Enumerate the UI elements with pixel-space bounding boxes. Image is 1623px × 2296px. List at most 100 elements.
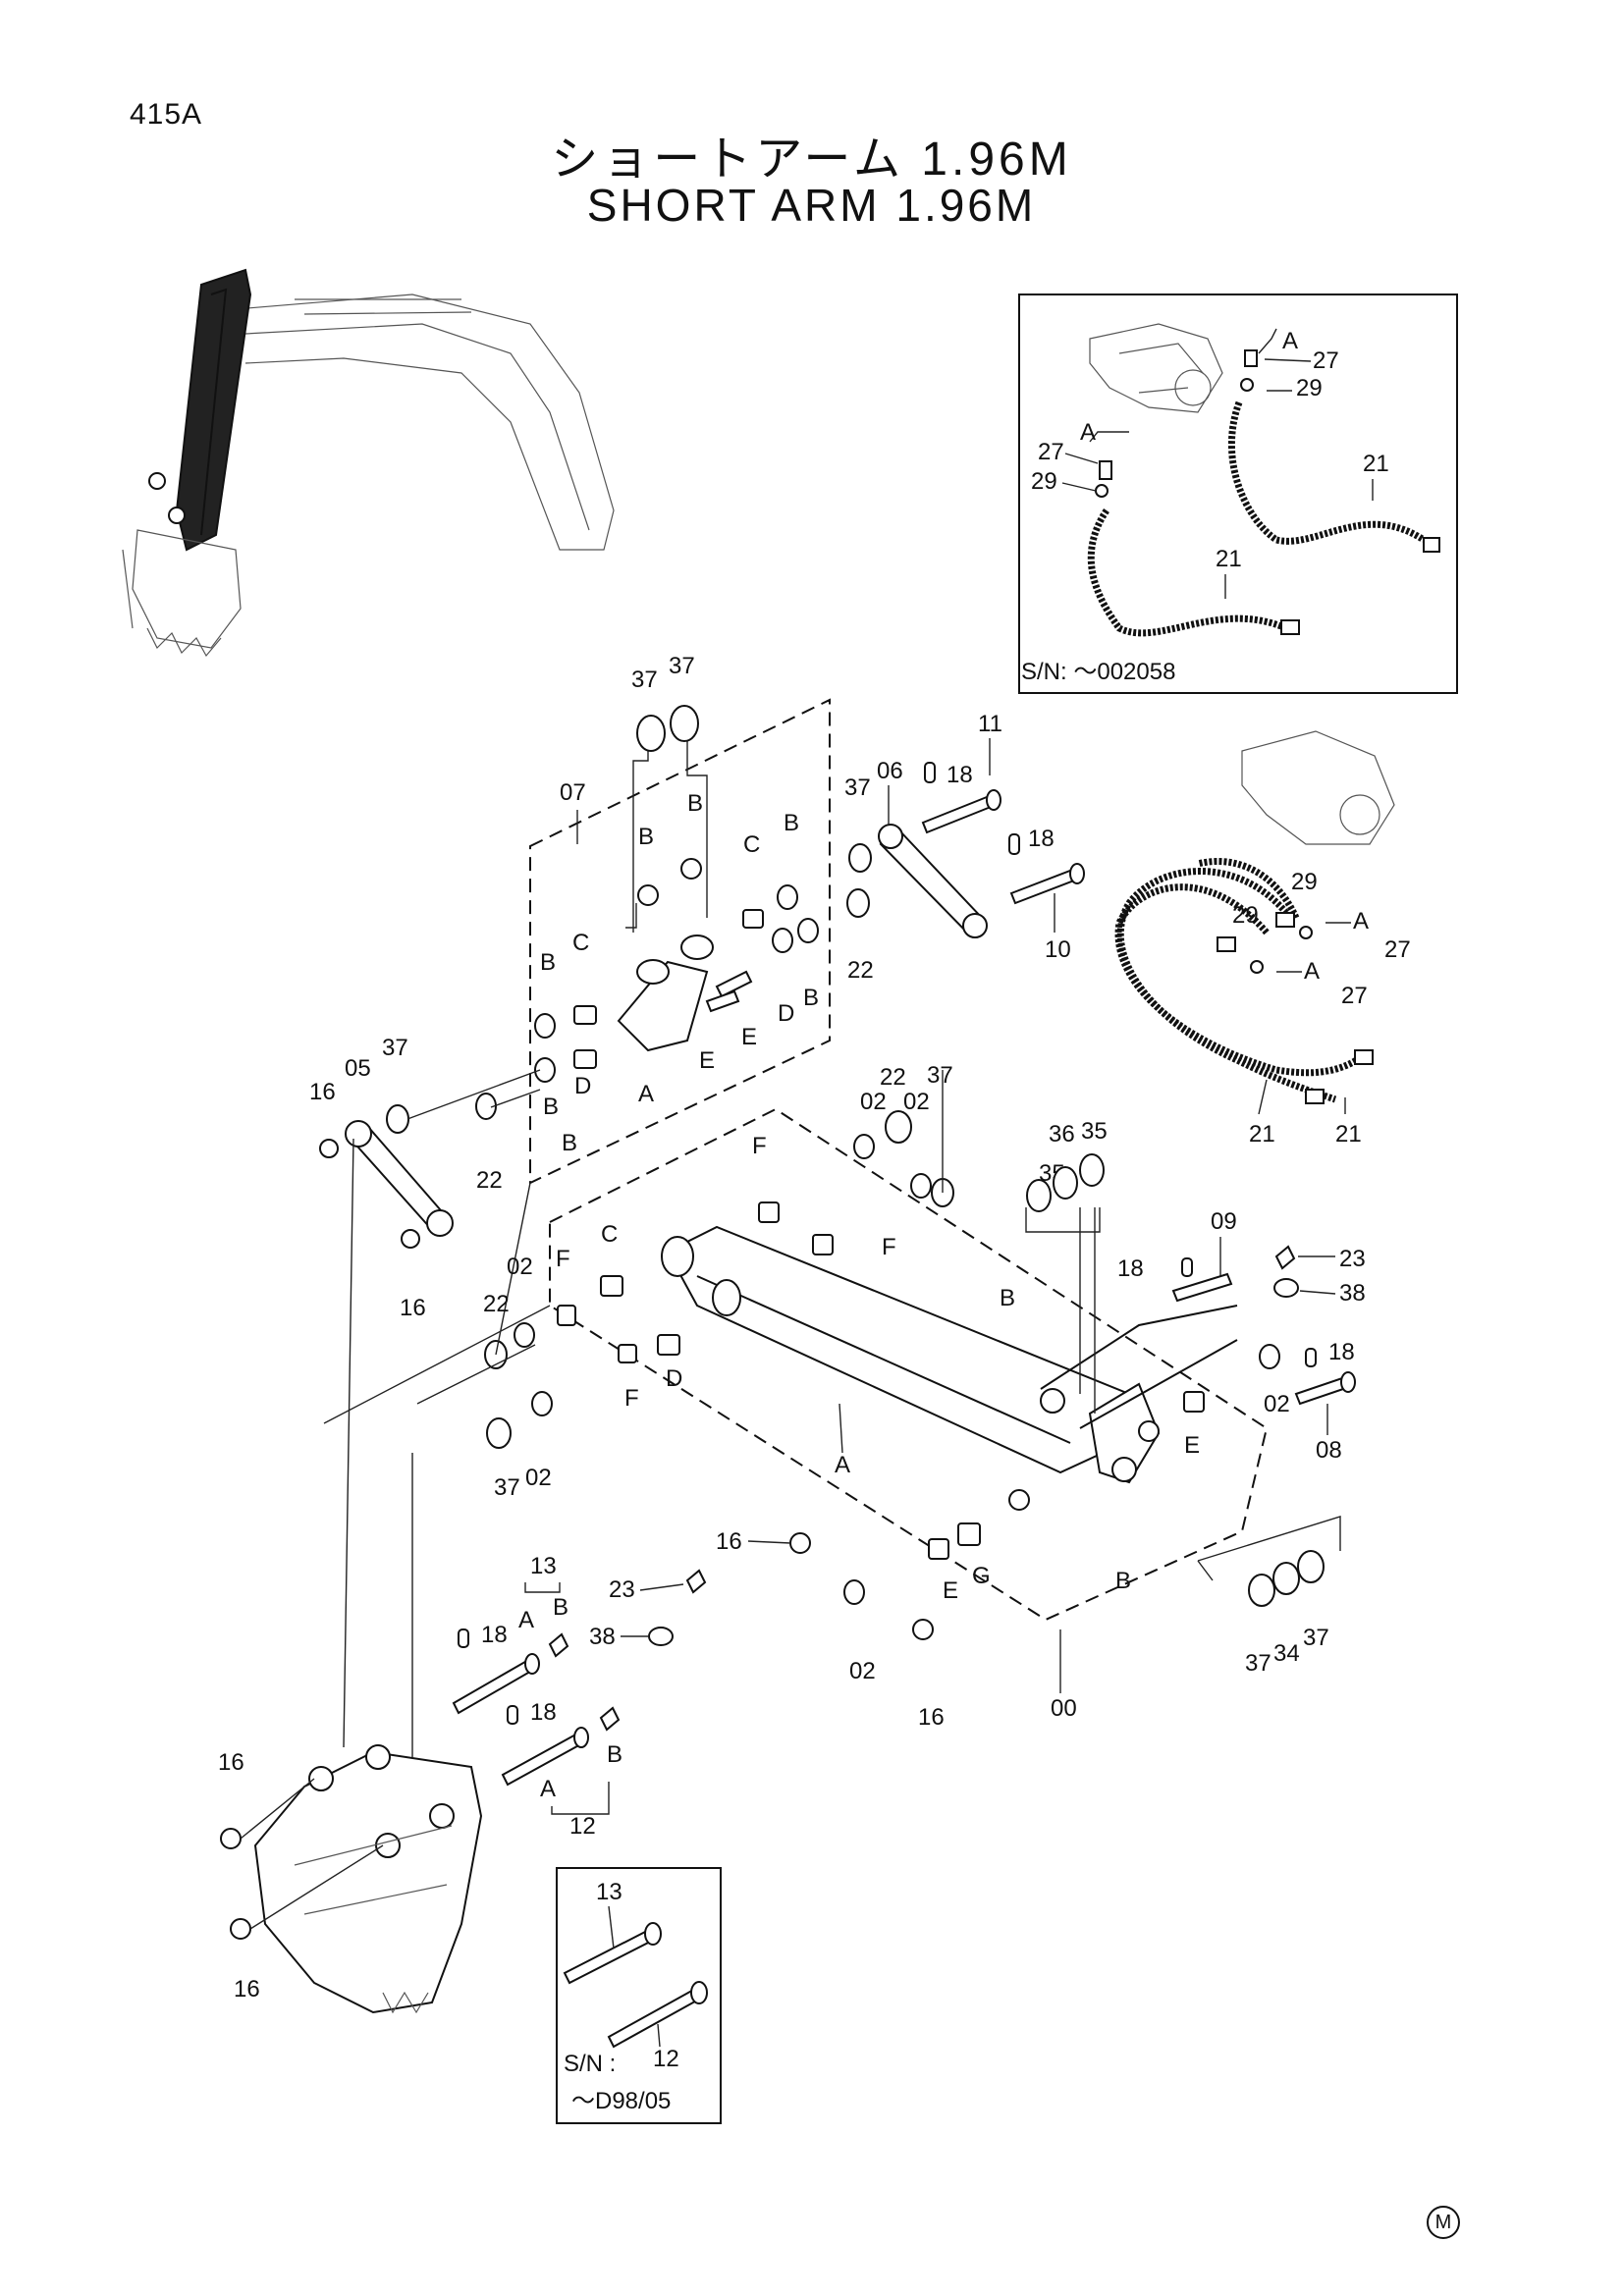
callout-16: 16 — [234, 1976, 260, 2002]
callout-A: A — [1304, 958, 1320, 985]
callout-D: D — [574, 1073, 591, 1099]
callout-29: 29 — [1031, 468, 1057, 495]
callout-16: 16 — [716, 1528, 742, 1555]
callout-A: A — [1282, 328, 1298, 354]
callout-05: 05 — [345, 1055, 371, 1082]
callout-22: 22 — [476, 1167, 503, 1194]
link-05-group: 16 05 37 22 16 — [309, 1035, 541, 1321]
callout-B: B — [543, 1094, 559, 1120]
callout-B: B — [1115, 1568, 1131, 1594]
callout-37: 37 — [927, 1062, 953, 1089]
callout-E: E — [1184, 1432, 1200, 1459]
hose-assembly-right: 29 29 A 27 A 27 21 21 — [1114, 730, 1411, 1148]
callout-37: 37 — [1303, 1625, 1329, 1651]
callout-B: B — [553, 1594, 568, 1621]
manufacturer-mark: M — [1427, 2206, 1460, 2239]
callout-E: E — [741, 1024, 757, 1050]
callout-F: F — [624, 1385, 639, 1412]
callout-22: 22 — [880, 1064, 906, 1091]
callout-18: 18 — [1028, 826, 1055, 852]
callout-29: 29 — [1291, 869, 1318, 895]
callout-35: 35 — [1081, 1118, 1108, 1145]
callout-37: 37 — [844, 774, 871, 801]
callout-C: C — [572, 930, 589, 956]
callout-02: 02 — [1264, 1391, 1290, 1417]
callout-B: B — [638, 824, 654, 850]
callout-16: 16 — [309, 1079, 336, 1105]
callout-18: 18 — [1328, 1339, 1355, 1365]
callout-F: F — [882, 1234, 896, 1260]
callout-16: 16 — [400, 1295, 426, 1321]
callout-21: 21 — [1335, 1121, 1362, 1148]
link-06-group: 37 06 22 18 11 18 10 — [844, 711, 1085, 984]
callout-E: E — [943, 1577, 958, 1604]
callout-09: 09 — [1211, 1208, 1237, 1235]
bucket-pin-group: 13 A B 18 18 B A 12 16 16 — [218, 1138, 622, 2014]
callout-36: 36 — [1049, 1121, 1075, 1148]
callout-A: A — [638, 1081, 654, 1107]
callout-37: 37 — [382, 1035, 408, 1061]
callout-27: 27 — [1341, 983, 1368, 1009]
callout-B: B — [1000, 1285, 1015, 1311]
inset-note-serial: S/N: ～002058 — [1021, 659, 1175, 685]
callout-07: 07 — [560, 779, 586, 806]
callout-22: 22 — [847, 957, 874, 984]
title-english: SHORT ARM 1.96M — [586, 180, 1037, 231]
callout-A: A — [518, 1607, 534, 1633]
callout-37: 37 — [631, 667, 658, 693]
callout-23: 23 — [1339, 1246, 1366, 1272]
callout-D: D — [778, 1000, 794, 1027]
callout-21: 21 — [1216, 546, 1242, 572]
callout-B: B — [607, 1741, 622, 1768]
inset-top-right: A 27 29 A 27 29 21 21 S/N: ～002058 — [1018, 294, 1458, 694]
callout-F: F — [556, 1246, 570, 1272]
callout-18: 18 — [530, 1699, 557, 1726]
callout-21: 21 — [1363, 451, 1389, 477]
callout-29: 29 — [1296, 375, 1323, 401]
callout-38: 38 — [589, 1624, 616, 1650]
callout-13: 13 — [530, 1553, 557, 1579]
callout-29: 29 — [1232, 902, 1259, 929]
callout-13: 13 — [596, 1879, 622, 1905]
callout-00: 00 — [1051, 1695, 1077, 1722]
callout-18: 18 — [481, 1622, 508, 1648]
callout-12: 12 — [653, 2046, 679, 2072]
callout-37: 37 — [669, 653, 695, 679]
callout-B: B — [540, 949, 556, 976]
callout-A: A — [835, 1452, 850, 1478]
callout-11: 11 — [978, 711, 1002, 737]
callout-02: 02 — [903, 1089, 930, 1115]
callout-27: 27 — [1038, 439, 1064, 465]
callout-27: 27 — [1313, 347, 1339, 374]
callout-B: B — [784, 810, 799, 836]
callout-22: 22 — [483, 1291, 510, 1317]
callout-B: B — [562, 1130, 577, 1156]
link-group-07: 37 37 07 B B C B B C B D A E E D B — [529, 653, 831, 1185]
callout-E: E — [699, 1047, 715, 1074]
callout-38: 38 — [1339, 1280, 1366, 1307]
title-japanese: ショートアーム 1.96M — [551, 133, 1072, 186]
callout-16: 16 — [918, 1704, 945, 1731]
callout-B: B — [687, 790, 703, 817]
callout-23: 23 — [609, 1576, 635, 1603]
callout-08: 08 — [1316, 1437, 1342, 1464]
callout-B: B — [803, 985, 819, 1011]
page-number: 415A — [130, 98, 203, 131]
callout-A: A — [1080, 419, 1096, 446]
callout-12: 12 — [569, 1813, 596, 1840]
callout-02: 02 — [849, 1658, 876, 1684]
callout-37: 37 — [1245, 1650, 1271, 1677]
arm-assembly-00: 02 22 02 37 F F C F 02 22 F D 02 37 A B … — [323, 1062, 1366, 1731]
callout-D: D — [666, 1365, 682, 1392]
callout-A: A — [540, 1776, 556, 1802]
callout-10: 10 — [1045, 936, 1071, 963]
callout-A: A — [1353, 908, 1369, 934]
callout-C: C — [601, 1221, 618, 1248]
callout-27: 27 — [1384, 936, 1411, 963]
inset-note-serial-label: S/N : — [564, 2051, 616, 2077]
inset-note-serial-range: ～D98/05 — [571, 2088, 671, 2114]
callout-G: G — [972, 1563, 991, 1589]
overview-sketch — [122, 268, 615, 658]
callout-37: 37 — [494, 1474, 520, 1501]
